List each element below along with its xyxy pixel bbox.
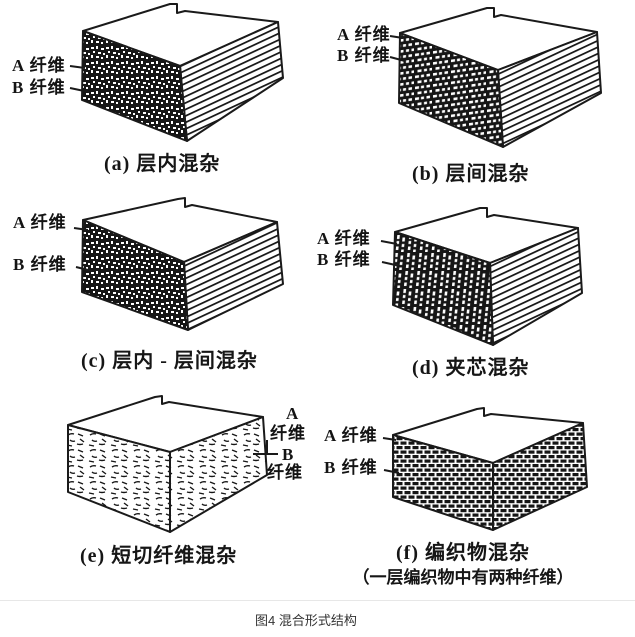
block-c-intralayer-interlayer [73,197,284,331]
block-e-chopped-fiber [67,395,278,533]
subfigure-a-caption: (a) 层内混杂 [104,153,221,175]
block-b-interlayer [389,7,602,148]
subfigure-f-caption-group: (f) 编织物混杂 （一层编织物中有两种纤维） [318,541,608,591]
fiber-b-label: B 纤维 [12,78,66,97]
block-a-intralayer [69,3,284,142]
fiber-b-label: B [282,445,295,464]
leader-line [69,65,90,93]
fiber-a-label: A 纤维 [324,426,378,445]
figure-bottom-rule [0,600,635,601]
leader-line [382,437,400,474]
subfigure-f-subcaption: （一层编织物中有两种纤维） [352,568,574,587]
fiber-a-label: A 纤维 [337,25,391,44]
subfigure-d-caption: (d) 夹芯混杂 [412,357,530,379]
fiber-b-label: B 纤维 [337,46,391,65]
leader-line [73,227,93,272]
subfigure-e-caption: (e) 短切纤维混杂 [80,545,238,567]
leader-line [389,35,406,62]
fiber-a-label: A [286,404,300,423]
figure-caption: 图4 混合形式结构 [255,613,357,628]
leader-line [253,440,278,455]
block-f-woven [382,407,588,531]
fiber-b-label: B 纤维 [324,458,378,477]
fiber-a-label: 纤维 [270,424,306,443]
subfigure-f-caption: (f) 编织物混杂 [396,542,530,564]
subfigure-b-caption: (b) 层间混杂 [412,163,530,185]
fiber-a-label: A 纤维 [317,229,371,248]
fiber-b-label: B 纤维 [317,250,371,269]
fiber-a-label: A 纤维 [12,56,66,75]
block-d-sandwich [380,207,583,346]
leader-line [380,240,401,267]
subfigure-c-caption: (c) 层内 - 层间混杂 [81,350,258,372]
fiber-b-label: 纤维 [267,463,303,482]
fiber-a-label: A 纤维 [13,213,67,232]
fiber-b-label: B 纤维 [13,255,67,274]
